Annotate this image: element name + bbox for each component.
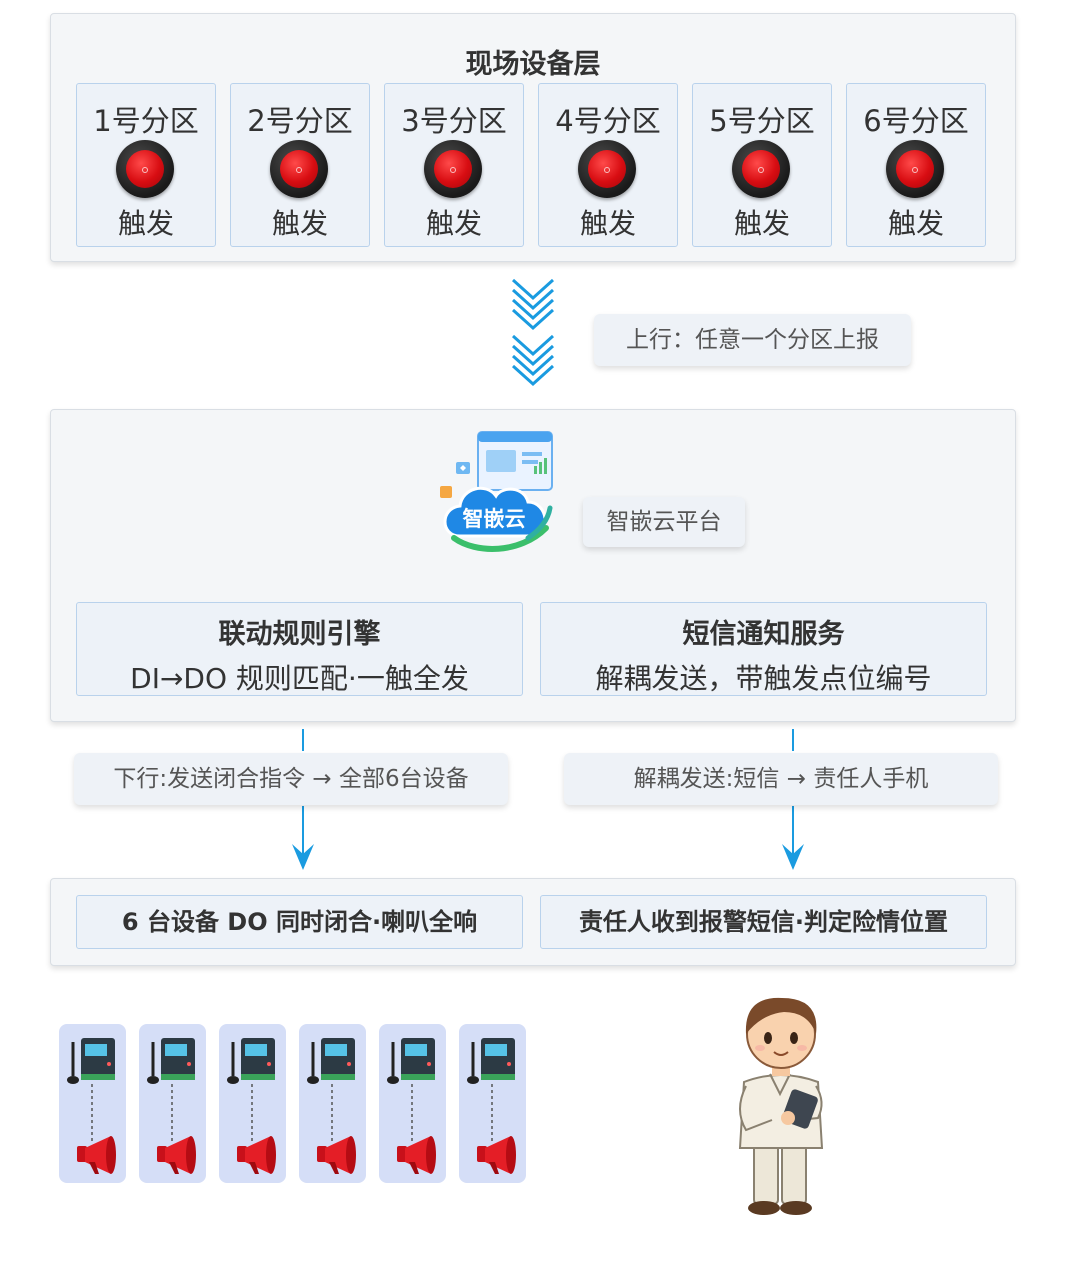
red-button-icon: [732, 140, 790, 198]
zone-label: 5号分区: [709, 104, 815, 138]
zone-card-4: 4号分区 触发: [538, 83, 678, 247]
device-column: [459, 1024, 526, 1183]
device-column: [299, 1024, 366, 1183]
horn-speaker-icon: [397, 1136, 436, 1174]
downlink-label: 下行:发送闭合指令 → 全部6台设备: [74, 753, 508, 805]
zone-card-3: 3号分区 触发: [384, 83, 524, 247]
device-column: [219, 1024, 286, 1183]
horn-speaker-icon: [477, 1136, 516, 1174]
layer-title: 现场设备层: [465, 49, 601, 80]
red-button-icon: [270, 140, 328, 198]
zone-label: 2号分区: [247, 104, 353, 138]
cloud-logo-text: 智嵌云: [463, 507, 526, 531]
zone-status: 触发: [271, 207, 328, 240]
horn-speaker-icon: [157, 1136, 196, 1174]
zone-card-1: 1号分区 触发: [76, 83, 216, 247]
sms-arrow-line: [792, 729, 794, 751]
field-device-layer: 现场设备层 1号分区 触发 2号分区 触发 3号分区 触发 4号分区 触发 5号…: [50, 13, 1016, 262]
engine-subtitle: 解耦发送，带触发点位编号: [595, 662, 932, 695]
zone-label: 6号分区: [863, 104, 969, 138]
zone-status: 触发: [887, 207, 944, 240]
sms-arrow-line: [792, 806, 794, 858]
device-column: [59, 1024, 126, 1183]
arrow-down-icon: [292, 844, 314, 870]
horn-speaker-icon: [317, 1136, 356, 1174]
gateway-device-icon: [227, 1038, 275, 1084]
gateway-device-icon: [307, 1038, 355, 1084]
red-button-icon: [424, 140, 482, 198]
sms-service-card: 短信通知服务 解耦发送，带触发点位编号: [540, 602, 987, 696]
gateway-device-icon: [387, 1038, 435, 1084]
platform-label: 智嵌云平台: [583, 497, 745, 547]
person-with-phone-icon: [738, 997, 824, 1215]
arrow-down-icon: [782, 844, 804, 870]
chevron-down-icon: [511, 278, 555, 387]
gateway-device-icon: [147, 1038, 195, 1084]
downlink-arrow-line: [302, 729, 304, 751]
result-sms: 责任人收到报警短信·判定险情位置: [540, 895, 987, 949]
red-button-icon: [116, 140, 174, 198]
zone-status: 触发: [733, 207, 790, 240]
engine-title: 联动规则引擎: [218, 619, 381, 650]
gateway-device-icon: [67, 1038, 115, 1084]
zone-label: 1号分区: [93, 104, 199, 138]
zone-card-6: 6号分区 触发: [846, 83, 986, 247]
engine-title: 短信通知服务: [682, 619, 845, 650]
result-devices: 6 台设备 DO 同时闭合·喇叭全响: [76, 895, 523, 949]
zone-status: 触发: [579, 207, 636, 240]
cloud-platform-layer: 智嵌云 智嵌云平台 联动规则引擎 DI→DO 规则匹配·一触全发 短信通知服务 …: [50, 409, 1016, 722]
uplink-label: 上行：任意一个分区上报: [594, 314, 911, 366]
zone-card-2: 2号分区 触发: [230, 83, 370, 247]
linkage-rule-engine-card: 联动规则引擎 DI→DO 规则匹配·一触全发: [76, 602, 523, 696]
red-button-icon: [886, 140, 944, 198]
downlink-arrow-line: [302, 806, 304, 858]
zone-card-5: 5号分区 触发: [692, 83, 832, 247]
zone-status: 触发: [425, 207, 482, 240]
sms-label: 解耦发送:短信 → 责任人手机: [564, 753, 998, 805]
gateway-device-icon: [467, 1038, 515, 1084]
engine-subtitle: DI→DO 规则匹配·一触全发: [130, 662, 469, 695]
device-column: [139, 1024, 206, 1183]
red-button-icon: [578, 140, 636, 198]
horn-speaker-icon: [237, 1136, 276, 1174]
result-layer: 6 台设备 DO 同时闭合·喇叭全响 责任人收到报警短信·判定险情位置: [50, 878, 1016, 966]
zone-label: 4号分区: [555, 104, 661, 138]
zone-status: 触发: [117, 207, 174, 240]
horn-speaker-icon: [77, 1136, 116, 1174]
device-column: [379, 1024, 446, 1183]
cloud-logo-icon: 智嵌云: [440, 431, 553, 552]
zone-label: 3号分区: [401, 104, 507, 138]
